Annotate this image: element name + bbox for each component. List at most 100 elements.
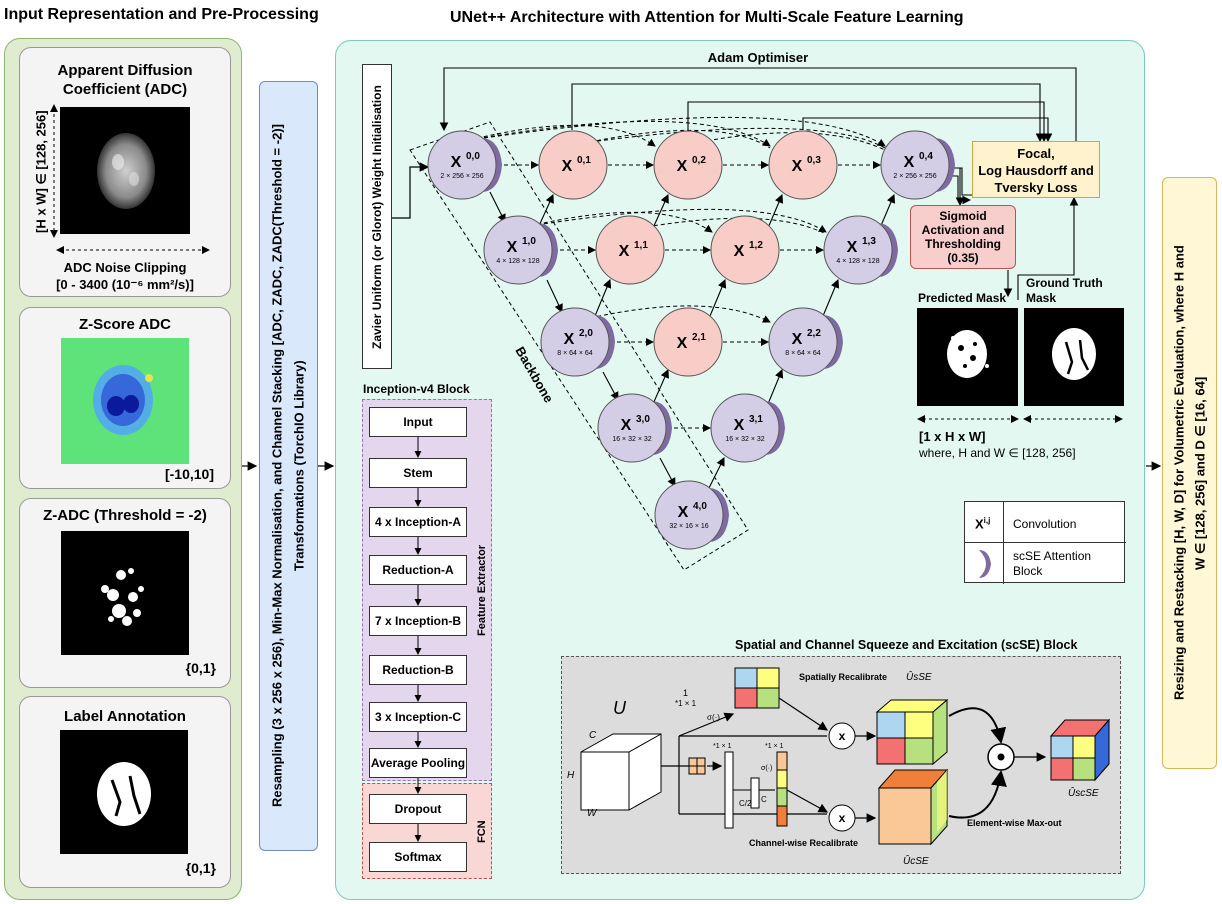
zscore-range: [-10,10]: [164, 466, 214, 482]
node-label-n13: X: [847, 239, 858, 256]
legend-symbol-sup: i,j: [983, 516, 991, 525]
fcn-block-1: Softmax: [369, 842, 467, 872]
inception-block-3: Reduction-A: [369, 555, 467, 585]
ground-truth-label: Ground Truth Mask: [1026, 276, 1103, 306]
attention-n20: [597, 315, 615, 369]
adc-image: [60, 107, 190, 234]
legend-symbol: Xi,j: [975, 516, 990, 531]
node-circle-n03: [768, 130, 838, 200]
inception-block-0: Input: [369, 407, 467, 437]
node-dim-n30: 16 × 32 × 32: [612, 436, 651, 443]
scse-c-full: C: [761, 795, 767, 804]
legend-attn-line-1: scSE Attention: [1013, 549, 1092, 563]
node-label-n12: X: [734, 243, 745, 260]
fcn-block-0: Dropout: [369, 794, 467, 824]
scse-u-scse: ÛscSE: [1068, 786, 1099, 799]
node-circle-n11: [595, 215, 665, 285]
node-label-n02: X: [677, 158, 688, 175]
node-sup-n21: 2,1: [692, 332, 706, 343]
node-dim-n22: 8 × 64 × 64: [785, 350, 821, 357]
attention-n04: [937, 138, 955, 192]
ground-truth-line-2: Mask: [1026, 291, 1057, 305]
scse-sigma-2: σ(·): [761, 765, 772, 772]
attention-n10: [540, 223, 558, 277]
inception-block-1: Stem: [369, 458, 467, 488]
node-circle-n10: [483, 215, 553, 285]
node-circle-n22: [768, 307, 838, 377]
inception-title: Inception-v4 Block: [363, 382, 470, 396]
zadc-image: [61, 531, 189, 655]
predicted-mask-label: Predicted Mask: [918, 291, 1007, 305]
inception-block-4: 7 x Inception-B: [369, 606, 467, 636]
main-section-title: UNet++ Architecture with Attention for M…: [450, 9, 964, 26]
legend-box: Xi,j Convolution scSE Attention Block: [964, 501, 1126, 584]
scse-conv1-top: 1: [683, 688, 688, 698]
left-section-title: Input Representation and Pre-Processing: [4, 6, 319, 23]
adc-title: Apparent Diffusion Coefficient (ADC): [57, 62, 193, 98]
node-sup-n04: 0,4: [919, 151, 933, 162]
ground-truth-line-1: Ground Truth: [1026, 276, 1103, 290]
optimiser-label: Adam Optimiser: [708, 50, 808, 65]
node-circle-n00: [427, 130, 497, 200]
loss-box: Focal, Log Hausdorff and Tversky Loss: [972, 141, 1100, 198]
output-where: where, H and W ∈ [128, 256]: [919, 446, 1076, 460]
node-circle-n04: [880, 130, 950, 200]
adc-card: Apparent Diffusion Coefficient (ADC) [H …: [19, 47, 231, 297]
loss-line-2: Log Hausdorff and: [978, 163, 1094, 178]
scse-sigma-1: σ(·): [707, 713, 720, 722]
scse-maxout-label: Element-wise Max-out: [967, 818, 1062, 828]
legend-attn-icon: [979, 550, 991, 578]
node-label-n30: X: [621, 417, 632, 434]
mask-dimension-arrows: [917, 415, 1123, 423]
inception-block-2: 4 x Inception-A: [369, 507, 467, 537]
adc-caption-2: [0 - 3400 (10⁻⁶ mm²/s)]: [56, 277, 194, 292]
zadc-mask-picture: [101, 568, 144, 626]
restacking-panel: Resizing and Restacking [H, W, D] for Vo…: [1162, 177, 1217, 769]
node-sup-n00: 0,0: [466, 151, 480, 162]
scse-spatial-label: Spatially Recalibrate: [799, 672, 887, 682]
node-label-n11: X: [619, 243, 630, 260]
legend-divider-v: [1003, 502, 1004, 584]
scse-mult-1: x: [839, 729, 846, 743]
node-circle-n13: [823, 215, 893, 285]
node-label-n03: X: [792, 158, 803, 175]
legend-divider-h: [965, 542, 1126, 543]
sigmoid-line-4: (0.35): [947, 251, 979, 265]
node-sup-n20: 2,0: [579, 328, 593, 339]
scse-star-1: *1 × 1: [713, 743, 732, 750]
inception-block-5: Reduction-B: [369, 655, 467, 685]
sigmoid-line-3: Thresholding: [925, 237, 1001, 251]
adc-dimension-arrows: [50, 104, 210, 254]
restacking-text-2: W ∈ [128, 256] and D ∈ [16, 64]: [1192, 376, 1208, 570]
node-circle-n01: [538, 130, 608, 200]
node-circle-n30: [597, 393, 667, 463]
attention-n13: [880, 223, 898, 277]
scse-u-cse: ÛcSE: [903, 854, 929, 867]
legend-attn: scSE Attention Block: [1013, 549, 1091, 579]
zadc-title: Z-ADC (Threshold = -2): [43, 507, 207, 524]
node-circle-n02: [653, 130, 723, 200]
ground-truth-mask-picture: [1052, 328, 1096, 380]
attention-n40: [711, 488, 729, 542]
node-sup-n10: 1,0: [522, 236, 536, 247]
legend-symbol-x: X: [975, 516, 984, 532]
scse-mult-2: x: [839, 811, 846, 825]
output-dims: [1 x H x W]: [919, 429, 986, 444]
attention-n00: [484, 138, 502, 192]
node-dim-n13: 4 × 128 × 128: [836, 258, 879, 265]
weight-init-box: Zavier Uniform (or Glorot) Weight Initia…: [362, 64, 392, 369]
scse-w: W: [587, 808, 598, 819]
node-label-n00: X: [451, 154, 462, 171]
zscore-title: Z-Score ADC: [79, 316, 171, 333]
inception-block-6: 3 x Inception-C: [369, 702, 467, 732]
node-circle-n20: [540, 307, 610, 377]
